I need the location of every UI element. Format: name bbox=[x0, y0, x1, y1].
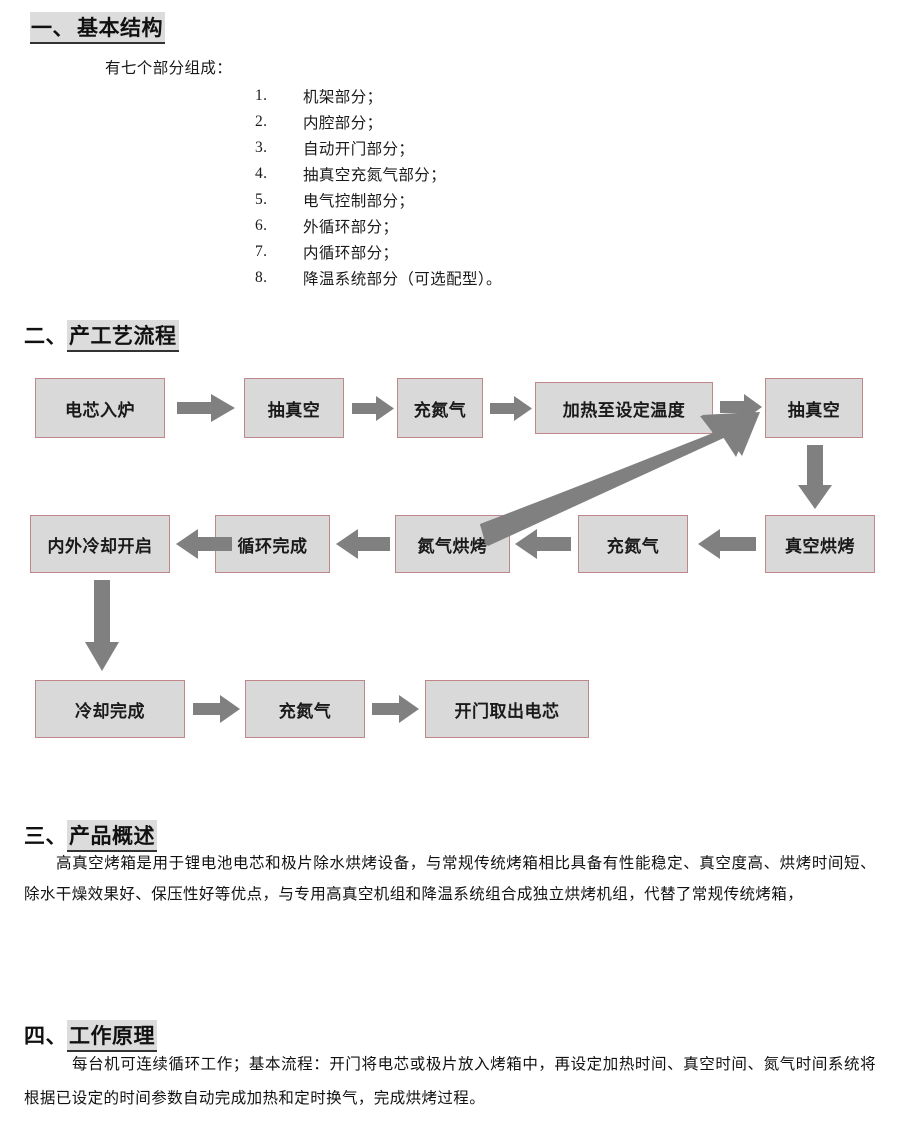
list-item-index: 6. bbox=[255, 217, 268, 234]
section-title-1: 基本结构 bbox=[75, 12, 165, 44]
arrow-right-n12-n13 bbox=[372, 694, 420, 724]
arrow-left-n8-n7 bbox=[336, 528, 390, 560]
flow-node-danqi-hongkao[interactable]: 氮气烘烤 bbox=[395, 515, 510, 573]
flow-node-zhenkong-hongkao[interactable]: 真空烘烤 bbox=[765, 515, 875, 573]
section-3-body: 高真空烤箱是用于锂电池电芯和极片除水烘烤设备，与常规传统烤箱相比具备有性能稳定、… bbox=[24, 855, 876, 903]
section-number-2: 二、 bbox=[24, 324, 67, 348]
list-item-label: 机架部分； bbox=[303, 89, 383, 106]
list-item-label: 降温系统部分（可选配型）。 bbox=[303, 271, 502, 288]
list-item-index: 3. bbox=[255, 139, 268, 156]
flow-node-chongdanqi-1[interactable]: 充氮气 bbox=[397, 378, 483, 438]
arrow-right-n11-n12 bbox=[193, 694, 241, 724]
structure-list: 1. 机架部分； 2. 内腔部分； 3. 自动开门部分； 4. 抽真空充氮气部分… bbox=[255, 83, 502, 291]
section-heading-3: 三、产品概述 bbox=[24, 820, 157, 852]
section-heading-1: 一、基本结构 bbox=[30, 12, 165, 44]
list-item: 3. 自动开门部分； bbox=[255, 135, 502, 161]
arrow-down-n5-n10 bbox=[797, 445, 833, 510]
process-flowchart: 电芯入炉 抽真空 充氮气 加热至设定温度 抽真空 内外冷却开启 循环完成 氮气烘… bbox=[0, 360, 900, 770]
flow-node-chongdanqi-2[interactable]: 充氮气 bbox=[578, 515, 688, 573]
section-1-intro: 有七个部分组成： bbox=[105, 60, 233, 77]
section-number-1: 一、 bbox=[30, 12, 75, 44]
flow-node-xunhuan-wancheng[interactable]: 循环完成 bbox=[215, 515, 330, 573]
section-title-4: 工作原理 bbox=[67, 1020, 157, 1052]
arrow-left-n10-n9 bbox=[698, 528, 756, 560]
flow-node-chouzhenkong-2[interactable]: 抽真空 bbox=[765, 378, 863, 438]
flow-node-neiwai-lengque-kaiqi[interactable]: 内外冷却开启 bbox=[30, 515, 170, 573]
arrow-left-n9-n8 bbox=[515, 528, 571, 560]
list-item: 1. 机架部分； bbox=[255, 83, 502, 109]
list-item: 5. 电气控制部分； bbox=[255, 187, 502, 213]
section-number-4: 四、 bbox=[24, 1024, 67, 1048]
section-heading-4: 四、工作原理 bbox=[24, 1020, 157, 1052]
flow-node-lengque-wancheng[interactable]: 冷却完成 bbox=[35, 680, 185, 738]
flow-node-chongdanqi-3[interactable]: 充氮气 bbox=[245, 680, 365, 738]
flow-node-kaimen-quchu-dianxin[interactable]: 开门取出电芯 bbox=[425, 680, 589, 738]
list-item-index: 2. bbox=[255, 113, 268, 130]
list-item: 2. 内腔部分； bbox=[255, 109, 502, 135]
section-4-body: 每台机可连续循环工作；基本流程：开门将电芯或极片放入烤箱中，再设定加热时间、真空… bbox=[24, 1056, 876, 1107]
list-item: 4. 抽真空充氮气部分； bbox=[255, 161, 502, 187]
list-item-label: 抽真空充氮气部分； bbox=[303, 167, 447, 184]
flow-node-chouzhenkong-1[interactable]: 抽真空 bbox=[244, 378, 344, 438]
list-item-index: 7. bbox=[255, 243, 268, 260]
section-title-2: 产工艺流程 bbox=[67, 320, 179, 352]
list-item-label: 自动开门部分； bbox=[303, 141, 415, 158]
section-title-3: 产品概述 bbox=[67, 820, 157, 852]
flow-node-jiare-zhi-shedingwendu[interactable]: 加热至设定温度 bbox=[535, 382, 713, 434]
list-item-index: 8. bbox=[255, 269, 268, 286]
flow-node-dianxin-ruLu[interactable]: 电芯入炉 bbox=[35, 378, 165, 438]
list-item-index: 1. bbox=[255, 87, 268, 104]
list-item: 6. 外循环部分； bbox=[255, 213, 502, 239]
arrow-right-n1-n2 bbox=[177, 393, 235, 423]
list-item-label: 内循环部分； bbox=[303, 245, 399, 262]
list-item: 8. 降温系统部分（可选配型）。 bbox=[255, 265, 502, 291]
arrow-left-n7-n6 bbox=[176, 528, 232, 560]
arrow-diagonal-n8-n5 bbox=[480, 412, 780, 547]
list-item-label: 外循环部分； bbox=[303, 219, 399, 236]
section-number-3: 三、 bbox=[24, 824, 67, 848]
list-item-index: 4. bbox=[255, 165, 268, 182]
list-item-index: 5. bbox=[255, 191, 268, 208]
arrow-down-n6-n11 bbox=[84, 580, 120, 672]
list-item-label: 电气控制部分； bbox=[303, 193, 415, 210]
list-item-label: 内腔部分； bbox=[303, 115, 383, 132]
arrow-right-n3-n4 bbox=[490, 395, 532, 422]
arrow-right-n2-n3 bbox=[352, 395, 394, 422]
list-item: 7. 内循环部分； bbox=[255, 239, 502, 265]
section-heading-2: 二、产工艺流程 bbox=[24, 320, 179, 352]
